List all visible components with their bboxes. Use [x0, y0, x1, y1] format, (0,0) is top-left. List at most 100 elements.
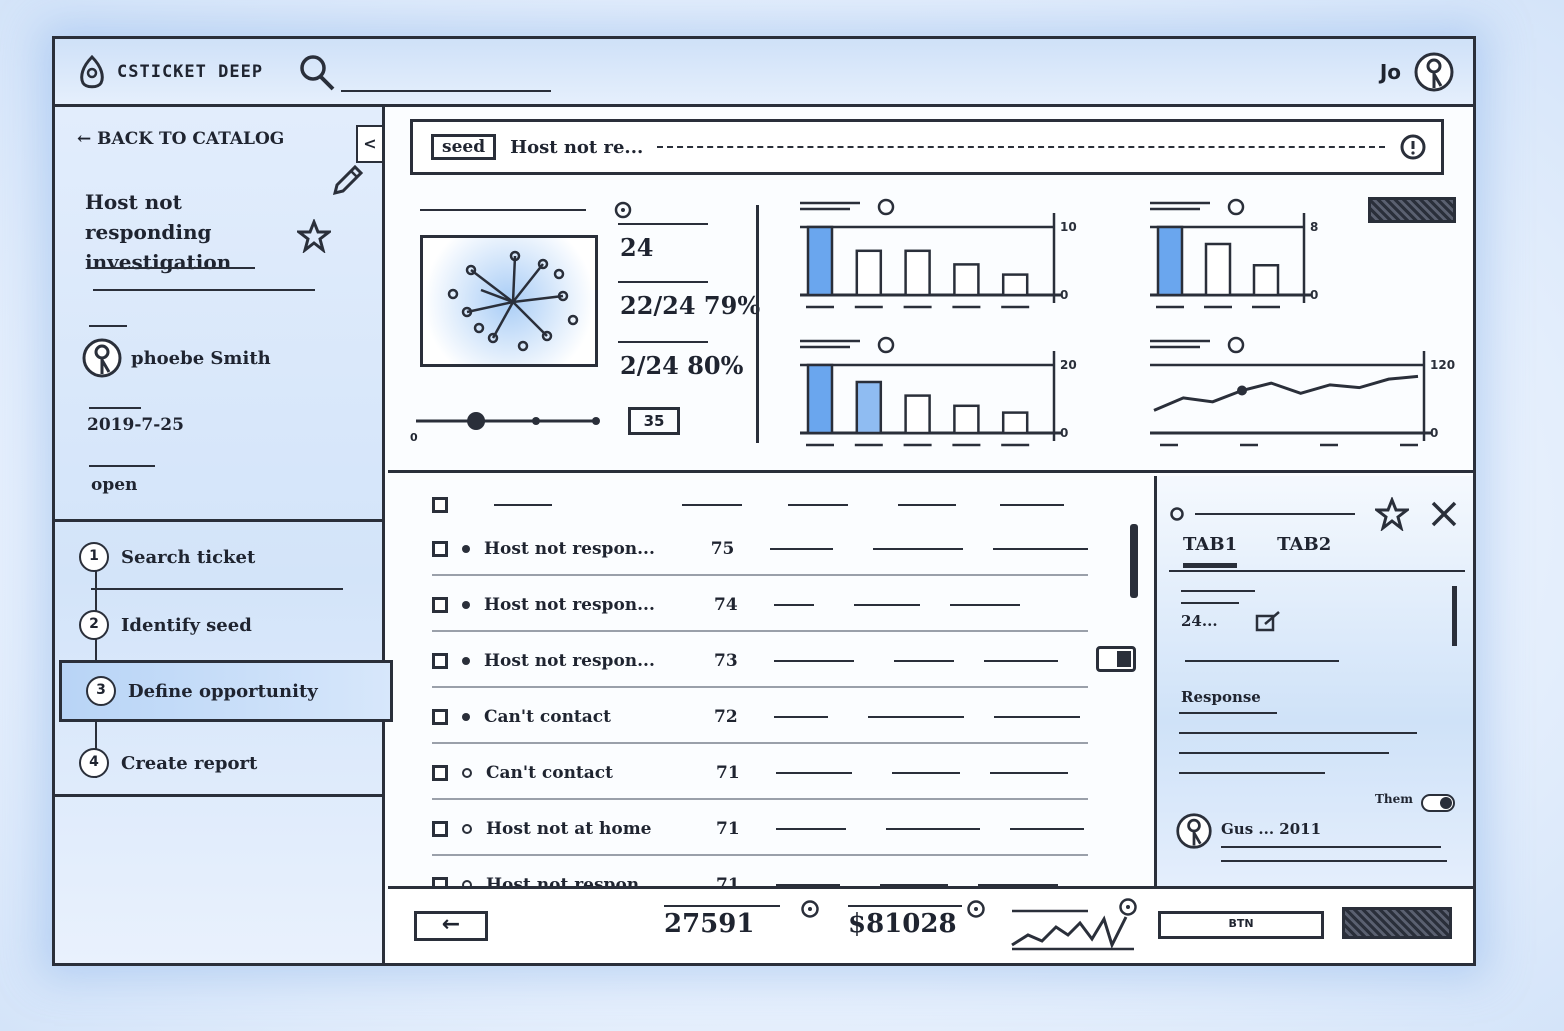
chart-tick-label: 120 [1430, 358, 1455, 372]
search-input[interactable] [341, 63, 552, 92]
previous-button[interactable]: ← [414, 911, 488, 941]
detail-tabs: TAB1 TAB2 [1183, 534, 1331, 568]
graph-title-line [420, 209, 586, 211]
table-row[interactable]: Host not respon...74 [432, 580, 1088, 632]
tab-1[interactable]: TAB1 [1183, 534, 1238, 568]
field-label-line [1181, 602, 1239, 604]
field-value: 24... [1181, 612, 1218, 630]
back-to-catalog-link[interactable]: ← BACK TO CATALOG [77, 129, 285, 149]
seed-filter-chip[interactable]: seed [431, 134, 497, 160]
status-label-line [89, 465, 155, 467]
table-row[interactable]: Host not respon...75 [432, 524, 1088, 576]
table-row[interactable]: Host not respon...73 [432, 636, 1088, 688]
chart-bar [806, 225, 834, 297]
threshold-slider[interactable]: 0 [410, 409, 602, 453]
detail-star-icon[interactable] [1375, 497, 1409, 531]
slider-min-label: 0 [410, 431, 418, 444]
row-status-dot-icon [462, 545, 470, 553]
step-label: Define opportunity [128, 680, 318, 702]
footer-primary-button[interactable] [1342, 907, 1452, 939]
list-view-toggle[interactable] [1096, 646, 1136, 672]
chart-bar [904, 394, 931, 435]
bar-chart-one[interactable]: 100 [794, 195, 1094, 319]
ticket-title: Host not responding investigation [85, 190, 232, 274]
step-create-report[interactable]: 4 Create report [55, 732, 385, 794]
kpi-info-icon[interactable] [966, 899, 986, 919]
info-icon[interactable] [1399, 133, 1427, 161]
favorite-star-icon[interactable] [297, 219, 331, 253]
tab-2[interactable]: TAB2 [1277, 534, 1332, 555]
row-title: Host not respon... [484, 539, 655, 559]
chart-bar [904, 249, 931, 297]
close-icon[interactable] [1429, 499, 1459, 529]
row-cell [886, 828, 980, 830]
chart-bar [806, 363, 834, 435]
slider-track [416, 412, 600, 430]
comment-line [1221, 860, 1447, 862]
step-number: 1 [79, 542, 109, 572]
step-define-opportunity[interactable]: 3 Define opportunity [59, 660, 393, 722]
title-underline [89, 267, 255, 269]
chart-tick-label: 0 [1060, 288, 1068, 302]
ticket-status: open [91, 475, 138, 495]
row-cell [769, 548, 833, 550]
footer-bar: ← 27591 $81028 BTN [388, 886, 1473, 963]
slider-handle[interactable] [467, 412, 486, 430]
field-line [1185, 660, 1339, 662]
kpi-info-icon[interactable] [1118, 897, 1138, 917]
date-label-line [89, 407, 141, 409]
row-checkbox[interactable] [432, 821, 448, 837]
user-avatar-icon[interactable] [1413, 51, 1455, 93]
slider-value-box[interactable]: 35 [628, 407, 680, 435]
dashboard-action-button[interactable] [1368, 197, 1456, 223]
chart-bar [855, 249, 883, 297]
bar-chart-three[interactable]: 200 [794, 333, 1094, 457]
row-checkbox[interactable] [432, 709, 448, 725]
kpi-info-icon[interactable] [800, 899, 820, 919]
step-number: 3 [86, 676, 116, 706]
text-line [1179, 752, 1389, 754]
row-checkbox[interactable] [432, 653, 448, 669]
step-label: Identify seed [121, 614, 252, 636]
row-checkbox[interactable] [432, 541, 448, 557]
sidebar: ← BACK TO CATALOG < Host not responding … [55, 107, 393, 963]
bar-chart-two[interactable]: 80 [1144, 195, 1344, 319]
chart-info-icon [877, 198, 895, 216]
panel-scrollbar[interactable] [1452, 586, 1457, 646]
chart-tick-label: 20 [1060, 358, 1077, 372]
edit-pencil-icon[interactable] [329, 163, 365, 199]
external-link-icon[interactable] [1255, 610, 1285, 634]
select-all-checkbox[interactable] [432, 497, 448, 513]
kpi-label-line [664, 905, 780, 907]
list-scrollbar[interactable] [1130, 524, 1138, 598]
detail-toggle[interactable] [1421, 794, 1455, 812]
step-search-ticket[interactable]: 1 Search ticket [55, 526, 385, 588]
row-checkbox[interactable] [432, 765, 448, 781]
column-header [682, 504, 742, 506]
row-cell [894, 660, 954, 662]
user-initials: Jo [1379, 59, 1401, 84]
footer-button[interactable]: BTN [1158, 911, 1324, 939]
filter-bar[interactable]: seed Host not re... [410, 119, 1444, 175]
row-cell [776, 828, 846, 830]
chart-bar [953, 263, 980, 297]
kpi-amount: $81028 [848, 909, 957, 939]
chart-line-series [1153, 374, 1419, 412]
search-icon[interactable] [297, 52, 337, 92]
step-underline [91, 588, 343, 590]
field-label-line [1181, 590, 1255, 592]
graph-info-icon[interactable] [614, 201, 632, 219]
step-identify-seed[interactable]: 2 Identify seed [55, 594, 385, 656]
assignee: phoebe Smith [81, 337, 271, 379]
row-checkbox[interactable] [432, 597, 448, 613]
collapse-sidebar-button[interactable]: < [356, 125, 382, 163]
slider-stop [532, 417, 540, 425]
network-graph[interactable] [420, 235, 598, 367]
column-header [494, 504, 552, 506]
row-cell [774, 660, 854, 662]
